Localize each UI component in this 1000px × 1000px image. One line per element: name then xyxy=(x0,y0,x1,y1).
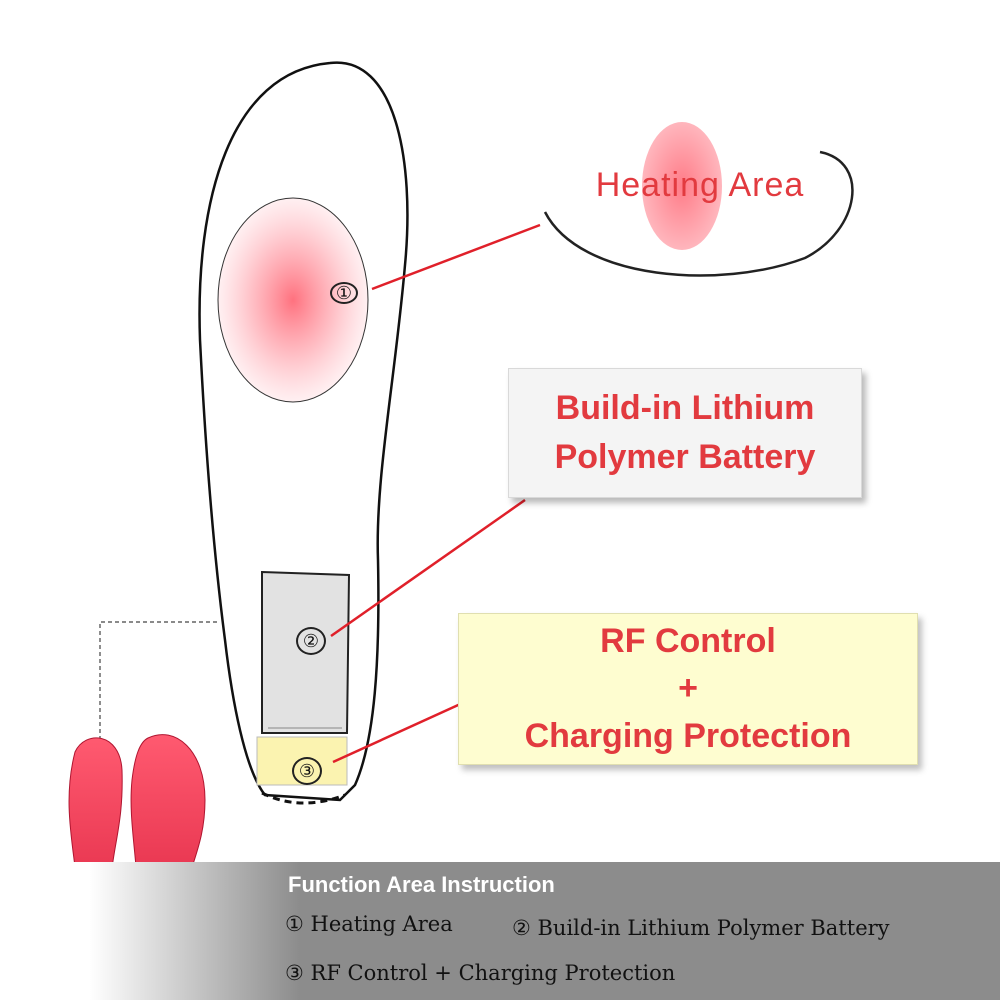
instruction-bar xyxy=(0,862,1000,1000)
marker-battery: ② xyxy=(296,627,326,655)
rf-label-line1: RF Control xyxy=(600,621,776,660)
rf-label-line2: + xyxy=(678,669,698,708)
insole-heel-dashed xyxy=(261,791,346,805)
battery-label-line1: Build-in Lithium xyxy=(555,388,815,427)
marker-heating: ① xyxy=(330,282,358,304)
rf-label-box: RF Control + Charging Protection xyxy=(458,613,918,765)
legend-item-rf: ③ RF Control + Charging Protection xyxy=(285,961,676,985)
heating-area-label: Heating Area xyxy=(595,165,805,204)
heating-zone xyxy=(217,197,369,403)
insole-outline xyxy=(198,61,409,802)
leader-line-battery xyxy=(330,498,526,638)
battery-label-box: Build-in Lithium Polymer Battery xyxy=(508,368,862,498)
heating-callout-sample xyxy=(642,122,722,250)
legend-item-heating: ① Heating Area xyxy=(285,912,453,936)
instruction-title: Function Area Instruction xyxy=(288,872,555,897)
marker-rf: ③ xyxy=(292,757,322,785)
leader-line-heating xyxy=(371,223,541,291)
legend-item-battery: ② Build-in Lithium Polymer Battery xyxy=(512,916,890,940)
battery-label-line2: Polymer Battery xyxy=(554,438,816,476)
rf-label-line3: Charging Protection xyxy=(524,716,852,755)
